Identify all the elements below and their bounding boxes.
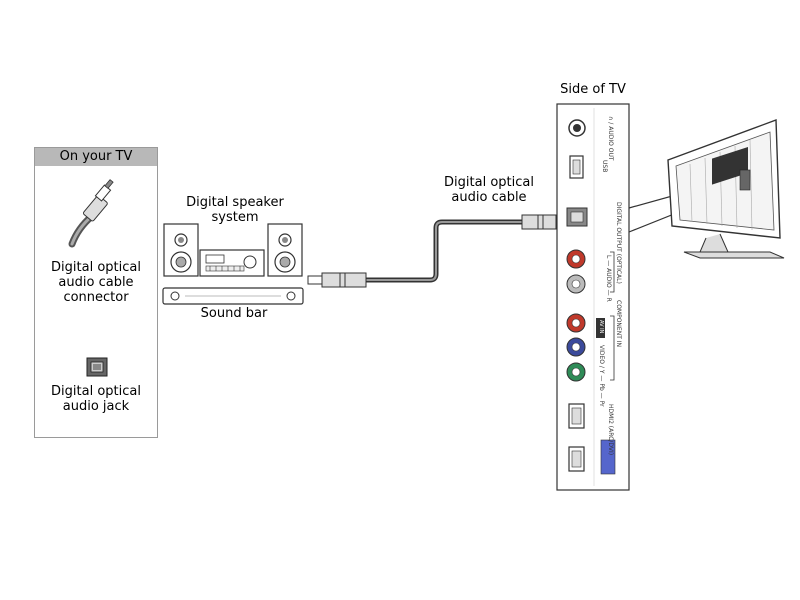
panel-label-usb: USB [601, 160, 608, 173]
tv-side-title: Side of TV [560, 82, 626, 97]
panel-label-hdmi2: HDMI2 (ARC/DVI) [607, 404, 614, 456]
panel-label-audio-out: ∩ / AUDIO OUT [607, 116, 614, 161]
jack-label-line-1: Digital optical [51, 384, 141, 399]
speaker-label-line-1: Digital speaker [186, 195, 284, 210]
jack-label-line-2: audio jack [62, 399, 130, 414]
panel-label-digital-output: DIGITAL OUTPUT (OPTICAL) [615, 202, 622, 284]
speaker-system-icon [163, 223, 303, 277]
tv-icon [667, 119, 785, 259]
connector-label-line-1: Digital optical [51, 260, 141, 275]
optical-jack-icon [86, 357, 108, 377]
cable-label: Digital optical audio cable [424, 175, 554, 205]
jack-label: Digital optical audio jack [35, 384, 157, 414]
soundbar-label: Sound bar [200, 306, 268, 321]
cable-label-line-2: audio cable [451, 190, 527, 205]
connector-label-line-2: audio cable [58, 275, 134, 290]
optical-cable [307, 214, 569, 288]
connector-label-line-3: connector [63, 290, 129, 305]
hdmi-badge [600, 439, 616, 475]
optical-connector-icon [68, 179, 114, 248]
panel-label-video: VIDEO / Y — Pb — Pr [598, 345, 605, 407]
connector-label: Digital optical audio cable connector [35, 260, 157, 305]
speaker-label-line-2: system [211, 210, 259, 225]
cable-label-line-1: Digital optical [444, 175, 534, 190]
legend-title: On your TV [35, 148, 157, 166]
panel-label-audio: L — AUDIO — R [605, 255, 612, 302]
panel-label-component: COMPONENT IN [615, 300, 622, 348]
speaker-label: Digital speaker system [170, 195, 300, 225]
tv-side-panel [556, 103, 630, 491]
panel-label-av-in: AV IN [598, 320, 604, 334]
legend-box: On your TV Digital optical audio cable c… [34, 147, 158, 438]
sound-bar-icon [162, 287, 304, 305]
